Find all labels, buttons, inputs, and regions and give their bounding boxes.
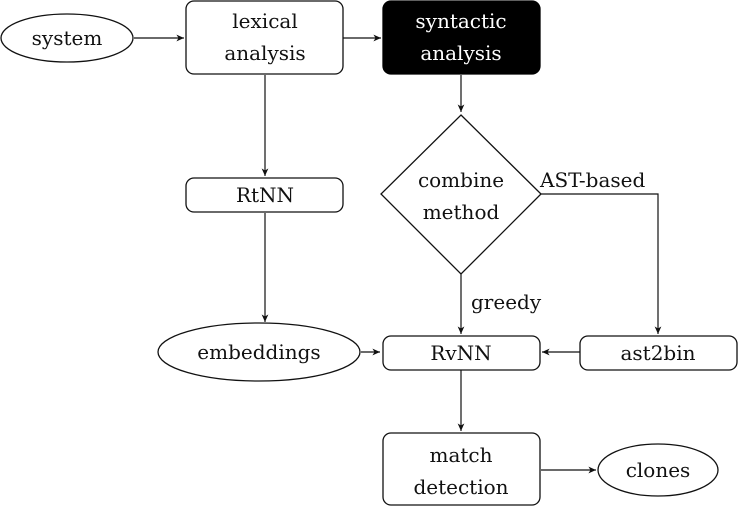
node-rvnn-label: RvNN (430, 341, 491, 365)
node-rtnn: RtNN (185, 177, 344, 213)
node-combine-method: combine method (380, 114, 542, 275)
node-clones: clones (597, 443, 719, 497)
node-syntactic-analysis: syntactic analysis (382, 0, 541, 75)
edge-label-ast-based: AST-based (539, 168, 645, 192)
node-ast2bin-label: ast2bin (620, 341, 695, 365)
node-match-detection-line-2: detection (413, 475, 508, 499)
node-ast2bin-shape (579, 335, 738, 371)
edges (134, 34, 662, 474)
node-syntactic-analysis-line-1: syntactic (415, 9, 506, 33)
node-combine-method-shape (380, 114, 542, 275)
node-rvnn-shape (382, 335, 541, 371)
node-lexical-analysis-shape (185, 0, 344, 75)
node-lexical-analysis: lexical analysis (185, 0, 344, 75)
node-rtnn-shape (185, 177, 344, 213)
node-rtnn-label: RtNN (236, 183, 294, 207)
node-embeddings: embeddings (157, 322, 361, 382)
node-clones-shape (597, 443, 719, 497)
node-syntactic-analysis-line-2: analysis (420, 41, 501, 65)
node-match-detection-shape (382, 432, 541, 506)
node-match-detection-line-1: match (429, 443, 492, 467)
node-lexical-analysis-line-1: lexical (232, 9, 297, 33)
node-clones-label: clones (626, 458, 691, 482)
node-combine-method-line-2: method (423, 200, 500, 224)
node-rvnn: RvNN (382, 335, 541, 371)
node-combine-method-line-1: combine (418, 168, 504, 192)
node-system-shape (0, 13, 134, 63)
node-ast2bin: ast2bin (579, 335, 738, 371)
node-lexical-analysis-line-2: analysis (224, 41, 305, 65)
node-embeddings-label: embeddings (197, 340, 320, 364)
node-match-detection: match detection (382, 432, 541, 506)
edge-combine-to-ast2bin (541, 193, 662, 334)
node-embeddings-shape (157, 322, 361, 382)
edge-label-greedy: greedy (471, 290, 542, 314)
node-syntactic-analysis-shape (382, 0, 541, 75)
node-system-label: system (32, 26, 103, 50)
node-system: system (0, 13, 134, 63)
